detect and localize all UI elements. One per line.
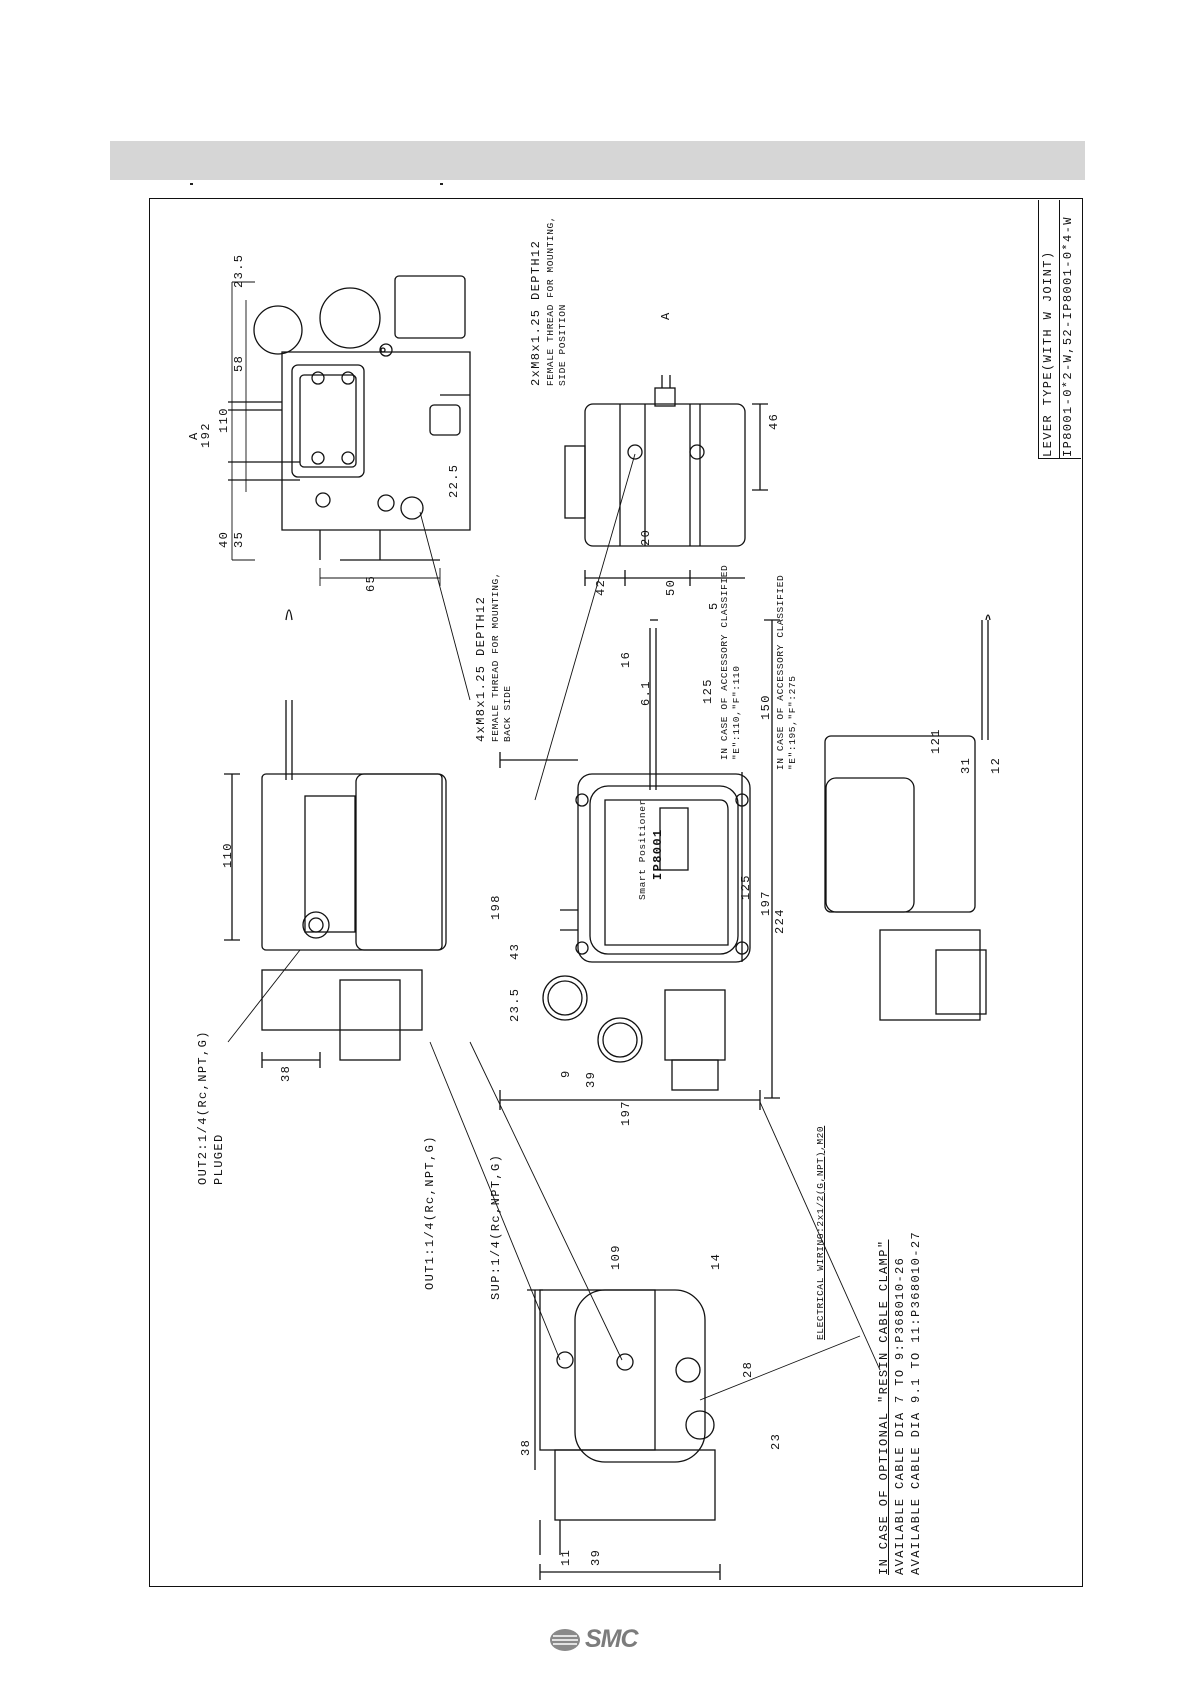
dim-6-1: 6.1	[639, 680, 653, 706]
title-line-1: LEVER TYPE(WITH W JOINT)	[1041, 250, 1055, 457]
smc-logo: SMC	[548, 1625, 639, 1654]
product-brand-label: Smart Positioner	[637, 799, 648, 900]
dim-197-bottom: 197	[619, 1100, 633, 1126]
dim-14: 14	[709, 1252, 723, 1270]
dim-46: 46	[767, 412, 781, 430]
side-view	[564, 375, 768, 586]
accessory-150-note-1: IN CASE OF ACCESSORY CLASSIFIED	[775, 574, 786, 770]
dim-20: 20	[639, 528, 653, 546]
dim-192: 192	[199, 422, 213, 448]
dim-40: 40	[217, 530, 231, 548]
dim-12: 12	[989, 756, 1003, 774]
out2-note: OUT2:1/4(Rc,NPT,G)	[196, 1030, 210, 1185]
dim-9: 9	[559, 1069, 573, 1078]
dim-38-bottom: 38	[519, 1438, 533, 1456]
dim-125-lever: 125	[701, 678, 715, 704]
accessory-150-note-2: "E":195,"F":275	[787, 675, 798, 770]
top-view	[228, 275, 471, 561]
dim-150: 150	[759, 694, 773, 720]
dim-43: 43	[508, 942, 522, 960]
view-mark-a-arrow: A	[659, 311, 673, 320]
dim-198: 198	[489, 894, 503, 920]
smc-logo-text: SMC	[585, 1625, 639, 1653]
dim-125-front: 125	[739, 874, 753, 900]
dim-23-5: 23.5	[232, 253, 246, 288]
back-mount-note-1: 4xM8x1.25 DEPTH12	[474, 595, 488, 742]
side-mount-note-3: SIDE POSITION	[557, 304, 568, 386]
dim-110: 110	[217, 407, 231, 433]
dim-42: 42	[594, 578, 608, 596]
accessory-125-note-1: IN CASE OF ACCESSORY CLASSIFIED	[719, 564, 730, 760]
left-view	[224, 609, 447, 1068]
front-view	[499, 619, 780, 1110]
dim-31: 31	[959, 756, 973, 774]
dim-22-5: 22.5	[447, 463, 461, 498]
back-mount-note-3: BACK SIDE	[502, 685, 513, 742]
dim-121: 121	[929, 728, 943, 754]
header-band	[110, 141, 1085, 180]
dim-109: 109	[609, 1244, 623, 1270]
out1-note: OUT1:1/4(Rc,NPT,G)	[423, 1135, 437, 1290]
drawing-frame	[149, 198, 1083, 1587]
dim-50: 50	[664, 578, 678, 596]
out2-plugged-note: PLUGED	[212, 1133, 226, 1185]
dim-39-front: 39	[584, 1070, 598, 1088]
right-view	[824, 614, 991, 1021]
dim-11: 11	[559, 1548, 573, 1566]
scan-mark	[440, 183, 443, 185]
dim-23-5-front: 23.5	[508, 987, 522, 1022]
dim-65: 65	[364, 574, 378, 592]
dim-28: 28	[741, 1360, 755, 1378]
bottom-view	[527, 1289, 721, 1580]
dim-39-bottom: 39	[589, 1548, 603, 1566]
dim-35: 35	[232, 530, 246, 548]
title-line-2: IP8001-0*2-W,52-IP8001-0*4-W	[1061, 216, 1075, 457]
side-mount-note-2: FEMALE THREAD FOR MOUNTING,	[545, 215, 556, 386]
dim-110-left: 110	[221, 842, 235, 868]
cable-clamp-note-2: AVAILABLE CABLE DIA 7 TO 9:P368010-26	[893, 1256, 907, 1575]
cable-clamp-note-3: AVAILABLE CABLE DIA 9.1 TO 11:P368010-27	[909, 1230, 923, 1575]
dim-23: 23	[769, 1432, 783, 1450]
dim-16: 16	[619, 650, 633, 668]
scan-mark	[190, 183, 193, 185]
dim-38-left: 38	[279, 1064, 293, 1082]
cable-clamp-note-1: IN CASE OF OPTIONAL "RESIN CABLE CLAMP"	[877, 1239, 891, 1575]
electrical-wiring-note: ELECTRICAL WIRING:2x1/2(G,NPT),M20	[815, 1125, 826, 1340]
dim-224: 224	[773, 908, 787, 934]
title-block	[1038, 200, 1081, 459]
product-model-label: IP8001	[651, 828, 665, 880]
dim-58: 58	[232, 354, 246, 372]
accessory-125-note-2: "E":110,"F":110	[731, 665, 742, 760]
smc-logo-icon	[550, 1628, 580, 1651]
dim-197: 197	[759, 890, 773, 916]
back-mount-note-2: FEMALE THREAD FOR MOUNTING,	[490, 571, 501, 742]
title-block-divider	[1059, 200, 1061, 458]
dim-5: 5	[707, 601, 721, 610]
side-mount-note-1: 2xM8x1.25 DEPTH12	[529, 239, 543, 386]
sup-note: SUP:1/4(Rc,NPT,G)	[489, 1153, 503, 1300]
